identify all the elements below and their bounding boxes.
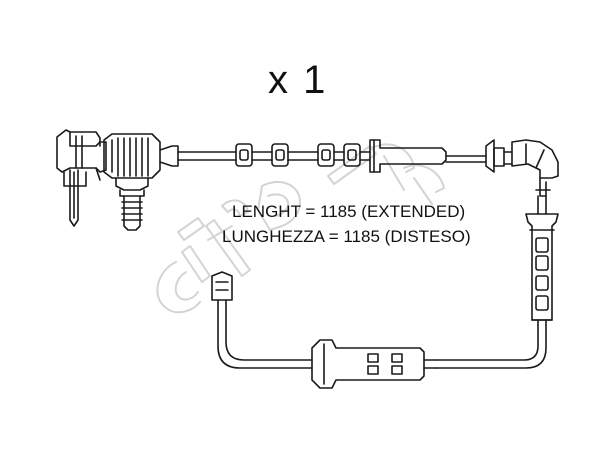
elbow-connector bbox=[511, 139, 559, 197]
length-spec-english: LENGHT = 1185 (EXTENDED) bbox=[232, 202, 466, 221]
mounting-clip bbox=[115, 177, 149, 231]
length-spec-italian: LUNGHEZZA = 1185 (DISTESO) bbox=[222, 227, 471, 246]
sensor-housing bbox=[56, 129, 107, 187]
quantity-label: x 1 bbox=[268, 58, 328, 102]
cable-right-run bbox=[435, 195, 559, 369]
cable-left-loop bbox=[211, 271, 313, 369]
sensor-probe bbox=[69, 169, 79, 227]
cable-grommet bbox=[103, 133, 179, 179]
bottom-connector bbox=[311, 339, 437, 389]
cable-top-run bbox=[177, 139, 513, 173]
watermark-logo bbox=[156, 143, 445, 314]
